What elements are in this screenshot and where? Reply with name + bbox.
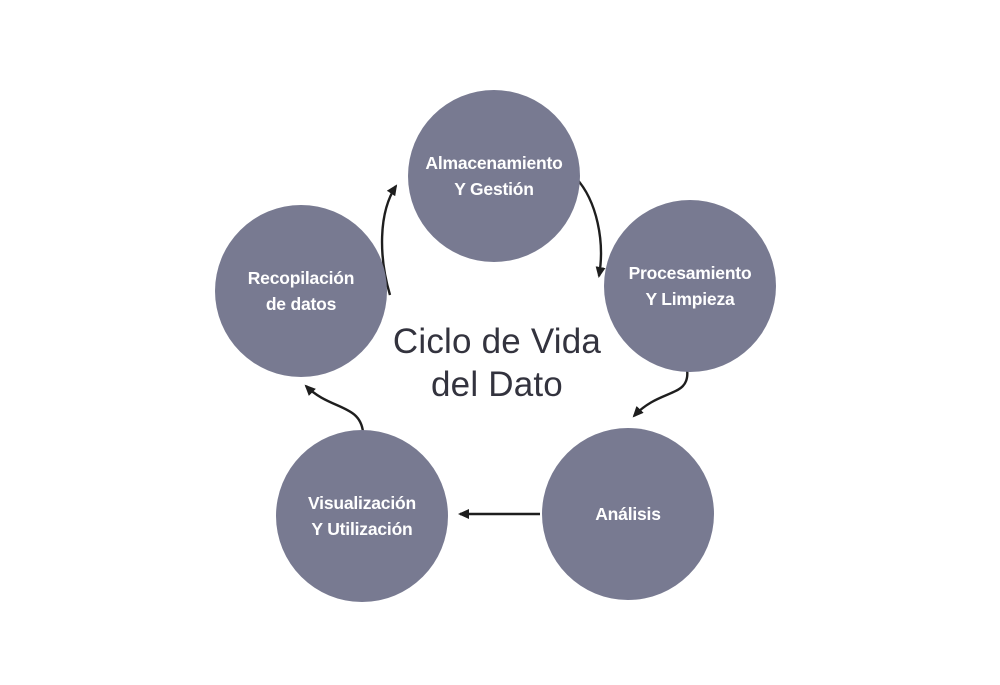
node-label-line: Almacenamiento <box>425 153 563 173</box>
node-almacenamiento-y-gestion: Almacenamiento Y Gestión <box>408 90 580 262</box>
node-label-line: Y Gestión <box>454 179 534 199</box>
node-label-line: Y Limpieza <box>645 289 735 309</box>
node-procesamiento-y-limpieza: Procesamiento Y Limpieza <box>604 200 776 372</box>
node-recopilacion-de-datos: Recopilación de datos <box>215 205 387 377</box>
arrow-almacenamiento-to-procesamiento <box>575 177 606 278</box>
node-label-line: Visualización <box>308 493 416 513</box>
node-label-line: Recopilación <box>247 268 355 288</box>
diagram-title-line2: del Dato <box>431 365 563 404</box>
node-label-line: Procesamiento <box>628 263 752 283</box>
node-label-line: Análisis <box>595 504 661 524</box>
node-label-line: Y Utilización <box>311 519 413 539</box>
diagram-title: Ciclo de Vida del Dato <box>347 320 647 406</box>
node-visualizacion-y-utilizacion: Visualización Y Utilización <box>276 430 448 602</box>
node-analisis: Análisis <box>542 428 714 600</box>
node-label-line: de datos <box>265 294 337 314</box>
diagram-title-line1: Ciclo de Vida <box>392 322 602 361</box>
